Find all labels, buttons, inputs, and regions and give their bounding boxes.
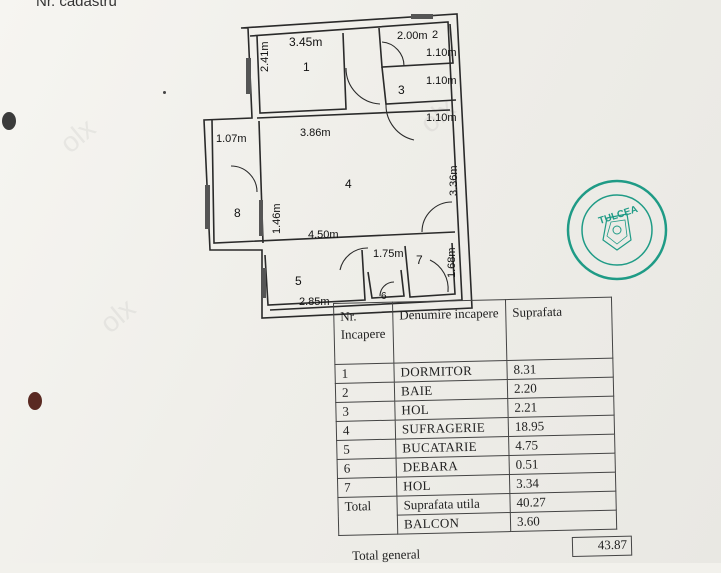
dim-r2-depth: 1.10m: [426, 47, 457, 59]
room-1-wall: [256, 32, 347, 114]
window: [411, 14, 433, 19]
window: [246, 58, 251, 94]
balcon-label: BALCON: [397, 512, 511, 535]
door-arc: [379, 281, 395, 297]
room-number-8: 8: [234, 206, 241, 220]
dim-r1-width: 3.45m: [289, 35, 323, 49]
row-name: DORMITOR: [393, 360, 508, 383]
ink-dot: [163, 91, 166, 94]
row-name: SUFRAGERIE: [395, 417, 509, 440]
row-nr: 6: [337, 458, 397, 479]
punch-hole: [2, 112, 16, 130]
row-area: 2.21: [507, 396, 615, 418]
row-nr: 5: [336, 439, 397, 460]
dim-r1-height: 2.41m: [259, 41, 271, 72]
door-arc: [381, 41, 405, 67]
dim-r3-lower: 1.10m: [426, 112, 457, 124]
dim-r4-width-bottom: 4.50m: [308, 229, 339, 241]
total-general: Total general 43.87: [352, 535, 633, 572]
room-2-number: 2: [432, 29, 439, 41]
room-4-top-wall: [256, 109, 451, 119]
row-area: 4.75: [508, 434, 615, 456]
dim-r8-width: 1.07m: [216, 133, 247, 145]
punch-hole: [28, 392, 42, 410]
dim-r8-height: 1.46m: [271, 203, 283, 234]
room-number-7: 7: [416, 253, 423, 267]
dim-r3-depth: 1.10m: [426, 75, 457, 87]
door-arc: [230, 165, 258, 193]
header-area: Suprafata: [505, 297, 613, 361]
dim-r7-height: 1.68m: [446, 247, 458, 278]
window: [259, 200, 263, 236]
cadastral-number-label: Nr. cadastru: [36, 0, 117, 10]
door-arc: [339, 247, 369, 271]
room-5-wall: [264, 249, 366, 306]
room-7-wall: [404, 242, 456, 298]
room-number-6: 6: [381, 291, 387, 302]
dim-r4-height: 3.36m: [448, 165, 460, 196]
row-area: 3.34: [509, 472, 616, 494]
outer-wall: [203, 13, 473, 319]
window: [262, 268, 266, 298]
total-general-value: 43.87: [571, 535, 633, 558]
row-nr: 2: [335, 382, 395, 403]
room-number-1: 1: [303, 60, 310, 74]
door-arc: [385, 103, 415, 141]
util-label: Suprafata utila: [396, 493, 511, 516]
room-number-4: 4: [345, 177, 352, 191]
header-name: Denumire incapere: [392, 299, 507, 364]
row-nr: 3: [335, 401, 396, 422]
row-name: BAIE: [394, 379, 508, 402]
row-nr: 4: [336, 420, 396, 441]
row-nr: 7: [337, 477, 397, 498]
row-name: HOL: [394, 398, 509, 421]
row-area: 8.31: [506, 358, 614, 380]
official-stamp: [566, 179, 668, 281]
row-name: BUCATARIE: [395, 436, 510, 459]
dim-r7-width: 1.75m: [373, 248, 404, 260]
dim-r4-width-top: 3.86m: [300, 127, 331, 139]
window: [205, 185, 210, 229]
util-value: 40.27: [509, 491, 617, 513]
row-area: 0.51: [509, 453, 616, 475]
inner-wall: [249, 21, 463, 311]
room-number-5: 5: [295, 274, 302, 288]
room-6-wall: [367, 269, 405, 299]
row-nr: 1: [334, 363, 395, 384]
balcon-value: 3.60: [510, 510, 617, 532]
row-name: HOL: [396, 474, 510, 497]
row-area: 2.20: [507, 377, 614, 399]
door-arc: [421, 201, 453, 233]
door-arc: [345, 67, 381, 105]
room-4-wall: [211, 119, 456, 244]
area-table: Nr. Incapere Denumire incapere Suprafata…: [333, 297, 618, 573]
dim-r5-width: 2.85m: [299, 296, 330, 308]
door-arc: [429, 259, 449, 293]
total-label: Total: [337, 496, 398, 536]
total-general-label: Total general: [352, 546, 421, 563]
room-number-3: 3: [398, 83, 405, 97]
room-2-wall: [378, 23, 454, 68]
dim-r2-width: 2.00m: [397, 30, 428, 42]
row-name: DEBARA: [396, 455, 510, 478]
header-nr: Nr. Incapere: [333, 302, 394, 365]
row-area: 18.95: [508, 415, 615, 437]
